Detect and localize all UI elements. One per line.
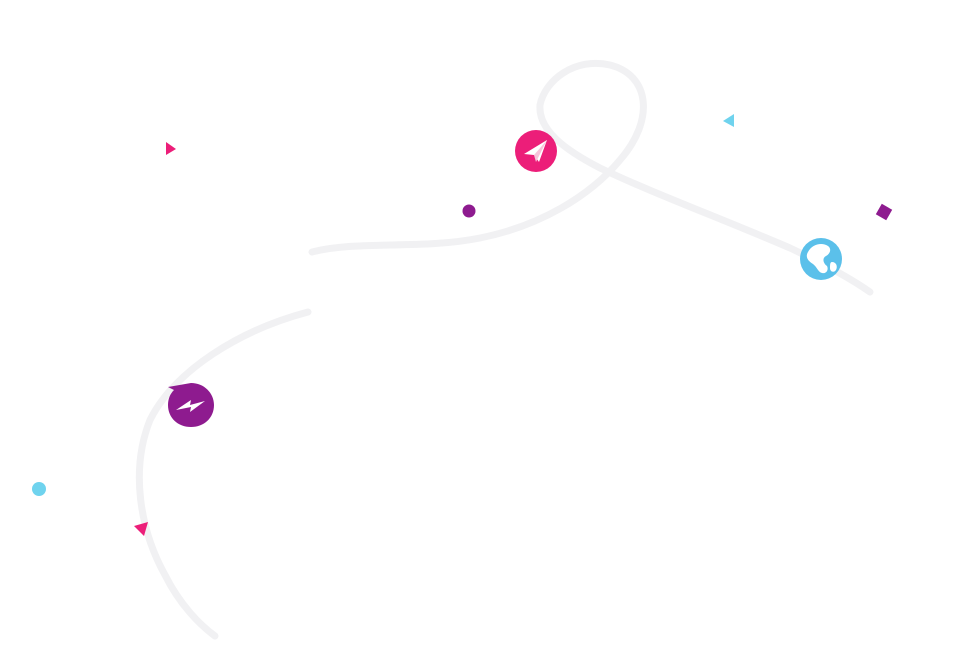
triangle-cyan [723, 114, 734, 127]
trail-upper-loop [308, 60, 874, 296]
globe-icon [800, 238, 842, 280]
triangle-pink-lower [134, 522, 148, 536]
paper-plane-icon [515, 130, 557, 172]
dot-cyan [32, 482, 46, 496]
dot-purple [462, 204, 476, 218]
diamond-purple [875, 203, 893, 221]
trail-lower-swoop [135, 308, 312, 640]
messenger-icon [168, 383, 214, 427]
triangle-pink [166, 142, 176, 155]
trail-lines [135, 60, 874, 640]
